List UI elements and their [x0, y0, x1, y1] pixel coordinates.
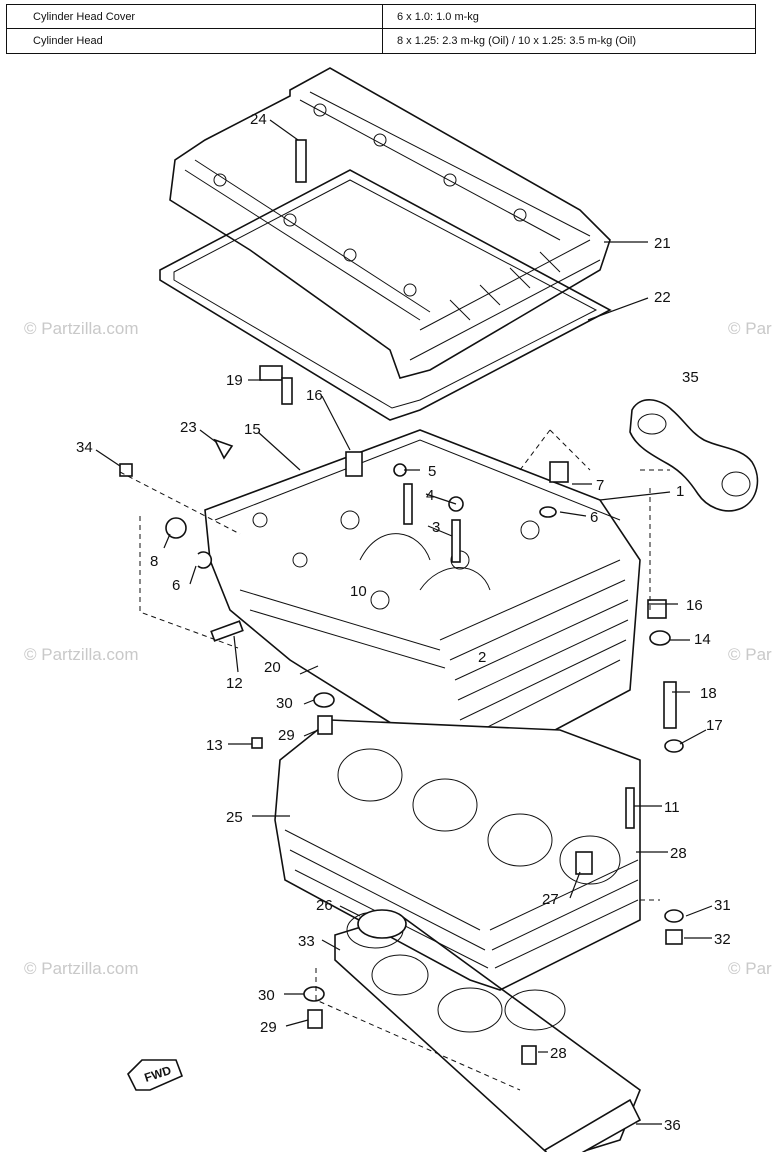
callout: 26	[316, 897, 333, 914]
oring-30b	[303, 986, 325, 1002]
cap-16	[345, 451, 363, 477]
callout: 5	[428, 463, 436, 480]
dowel-13	[251, 737, 263, 749]
cylinder-head-cover	[169, 67, 611, 379]
leader-lines	[95, 119, 713, 1125]
watermark: © Partzilla.com	[728, 959, 772, 978]
oring-26	[357, 909, 407, 939]
spec-part-name: Cylinder Head	[7, 29, 383, 53]
callout: 24	[250, 111, 267, 128]
callout: 20	[264, 659, 281, 676]
bolt-24	[295, 139, 307, 183]
dowel-27	[575, 851, 593, 875]
oring-30	[313, 692, 335, 708]
callout: 2	[478, 649, 486, 666]
spec-row: Cylinder Head 8 x 1.25: 2.3 m-kg (Oil) /…	[7, 29, 755, 53]
callout: 31	[714, 897, 731, 914]
callout: 18	[700, 685, 717, 702]
callout: 19	[226, 372, 243, 389]
dowel-34	[119, 463, 133, 477]
callout: 7	[596, 477, 604, 494]
watermark: © Partzilla.com	[24, 645, 139, 664]
callout: 32	[714, 931, 731, 948]
callout: 30	[276, 695, 293, 712]
small-parts	[119, 139, 684, 1065]
callout: 12	[226, 675, 243, 692]
callout: 34	[76, 439, 93, 456]
callout: 25	[226, 809, 243, 826]
washer-6b	[197, 551, 213, 569]
pad-23	[213, 438, 234, 460]
callout: 13	[206, 737, 223, 754]
bolt-8	[165, 517, 187, 539]
forward-arrow-icon: FWD	[127, 1059, 184, 1091]
nut-32	[665, 929, 683, 945]
dowel-29	[317, 715, 333, 735]
washer-14	[649, 630, 671, 646]
spec-torque-value: 6 x 1.0: 1.0 m-kg	[397, 11, 479, 23]
spec-row: Cylinder Head Cover 6 x 1.0: 1.0 m-kg	[7, 5, 755, 29]
callout: 30	[258, 987, 275, 1004]
watermark: © Partzilla.com	[24, 959, 139, 978]
plug-7	[549, 461, 569, 483]
washer-31	[664, 909, 684, 923]
callout: 6	[590, 509, 598, 526]
callout: 11	[664, 799, 680, 816]
spec-part-name: Cylinder Head Cover	[7, 5, 383, 28]
cover-gasket	[159, 169, 612, 421]
bolt-18	[663, 681, 677, 729]
spec-torque-value: 8 x 1.25: 2.3 m-kg (Oil) / 10 x 1.25: 3.…	[397, 35, 637, 47]
callout: 16	[686, 597, 703, 614]
callout: 29	[278, 727, 295, 744]
spark-plug-19	[259, 365, 283, 381]
callout: 27	[542, 891, 559, 908]
lower-gasket	[543, 1098, 642, 1152]
dowel-28b	[521, 1045, 537, 1065]
callout: 4	[426, 487, 434, 504]
callout: 35	[682, 369, 699, 386]
callout: 23	[180, 419, 197, 436]
torque-spec-table: Cylinder Head Cover 6 x 1.0: 1.0 m-kg Cy…	[6, 4, 756, 54]
callout: 15	[244, 421, 261, 438]
callout: 3	[432, 519, 440, 536]
cap-16b	[647, 599, 667, 619]
watermark: © Partzilla.com	[24, 319, 139, 338]
callout: 14	[694, 631, 711, 648]
stud-12	[210, 620, 244, 642]
callout: 1	[676, 483, 684, 500]
callout: 10	[350, 583, 367, 600]
callout: 8	[150, 553, 158, 570]
callout: 28	[550, 1045, 567, 1062]
callout: 22	[654, 289, 671, 306]
cylinder-head	[204, 429, 641, 771]
exploded-parts-diagram: © Partzilla.com © Partzilla.com © Partzi…	[24, 67, 772, 1152]
washer-6	[539, 506, 557, 518]
callout: 17	[706, 717, 723, 734]
callout: 28	[670, 845, 687, 862]
washer-17	[664, 739, 684, 753]
callout: 36	[664, 1117, 681, 1134]
callout: 21	[654, 235, 671, 252]
dowel-29b	[307, 1009, 323, 1029]
callout: 29	[260, 1019, 277, 1036]
callout: 6	[172, 577, 180, 594]
stud-11	[625, 787, 635, 829]
oil-gasket	[629, 399, 759, 512]
callout-labels: 24 21 22 35 19 16 23 15 34 5 7 1 4 6 3 8…	[76, 111, 731, 1134]
callout: 16	[306, 387, 323, 404]
watermark: © Partzilla.com	[728, 645, 772, 664]
callout: 33	[298, 933, 315, 950]
watermark: © Partzilla.com	[728, 319, 772, 338]
